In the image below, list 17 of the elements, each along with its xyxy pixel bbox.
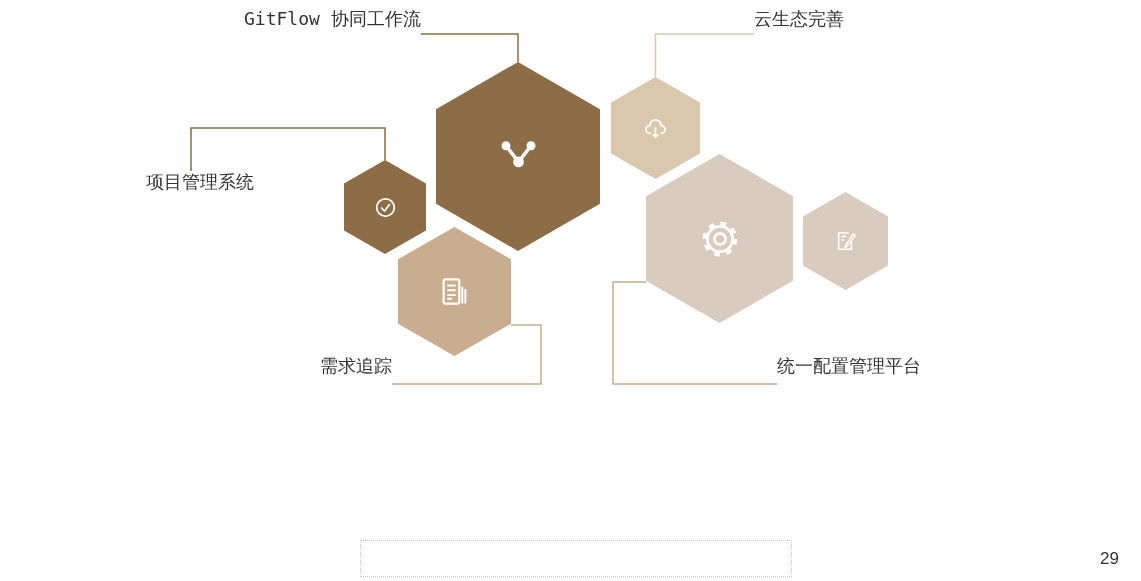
callout-label: 需求追踪 — [320, 355, 392, 377]
hexagon — [803, 192, 888, 290]
page-number: 29 — [1100, 548, 1119, 570]
hexagon — [398, 227, 511, 356]
hexagon — [611, 77, 700, 179]
hexagon — [344, 160, 426, 254]
leader-line — [419, 33, 519, 63]
callout-label: 项目管理系统 — [146, 171, 254, 193]
hexagon — [646, 154, 793, 323]
leader-line — [391, 324, 542, 385]
leader-line — [612, 281, 778, 385]
callout-label: 统一配置管理平台 — [777, 355, 921, 377]
callout-label: GitFlow 协同工作流 — [244, 8, 421, 30]
callout-label: 云生态完善 — [754, 8, 844, 30]
leader-line — [654, 33, 755, 78]
leader-line — [190, 127, 386, 172]
hexagon — [436, 62, 600, 251]
